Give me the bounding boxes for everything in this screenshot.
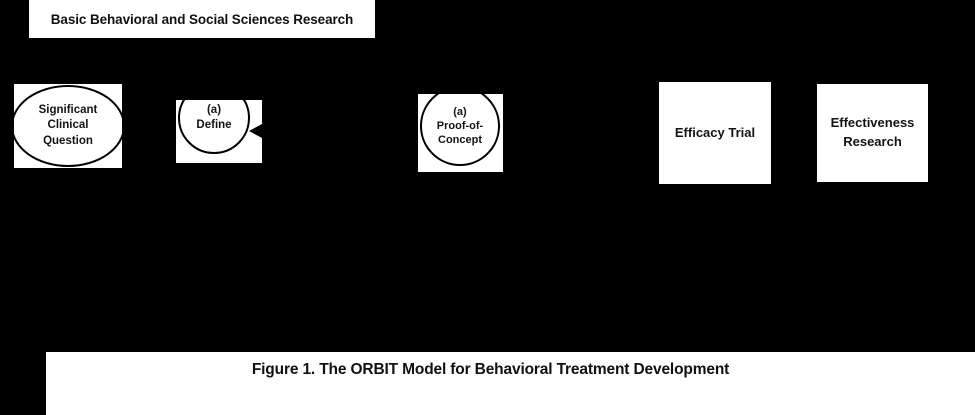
node-label-stack: (a) Define: [178, 82, 250, 154]
arrowhead-left-icon: [249, 124, 262, 138]
node-label-line-1: Effectiveness: [830, 115, 915, 131]
title-banner-label: Basic Behavioral and Social Sciences Res…: [50, 11, 354, 27]
figure-caption: Figure 1. The ORBIT Model for Behavioral…: [251, 361, 730, 378]
node-label-line-1: Significant: [38, 104, 98, 117]
node-label-line-1: (a): [206, 104, 222, 117]
circle-shape: [420, 86, 500, 166]
node-define[interactable]: (a) Define: [176, 82, 262, 163]
node-efficacy-trial[interactable]: Efficacy Trial: [659, 82, 771, 184]
node-label-line-2: Define: [196, 119, 232, 131]
caption-band: Figure 1. The ORBIT Model for Behavioral…: [46, 352, 975, 415]
node-significant-clinical-question[interactable]: Significant Clinical Question: [11, 84, 125, 168]
node-label-line-2: Clinical: [47, 119, 89, 132]
node-label-line-3: Concept: [438, 134, 482, 147]
node-effectiveness-research[interactable]: Effectiveness Research: [817, 84, 928, 182]
node-effectiveness-research-label: Effectiveness Research: [831, 114, 915, 152]
title-banner: Basic Behavioral and Social Sciences Res…: [29, 0, 375, 38]
ellipse-shape: [11, 85, 125, 167]
node-proof-of-concept[interactable]: (a) Proof-of- Concept: [418, 86, 503, 172]
node-label-stack: (a) Proof-of- Concept: [420, 86, 500, 166]
node-label-line-2: Research: [843, 134, 902, 149]
node-label-line-1: (a): [453, 105, 467, 118]
node-label-stack: Significant Clinical Question: [14, 84, 122, 168]
node-label-line-3: Question: [43, 134, 93, 147]
circle-shape: [178, 82, 250, 154]
node-efficacy-trial-label: Efficacy Trial: [674, 124, 756, 140]
node-label-line-2: Proof-of-: [436, 119, 484, 132]
